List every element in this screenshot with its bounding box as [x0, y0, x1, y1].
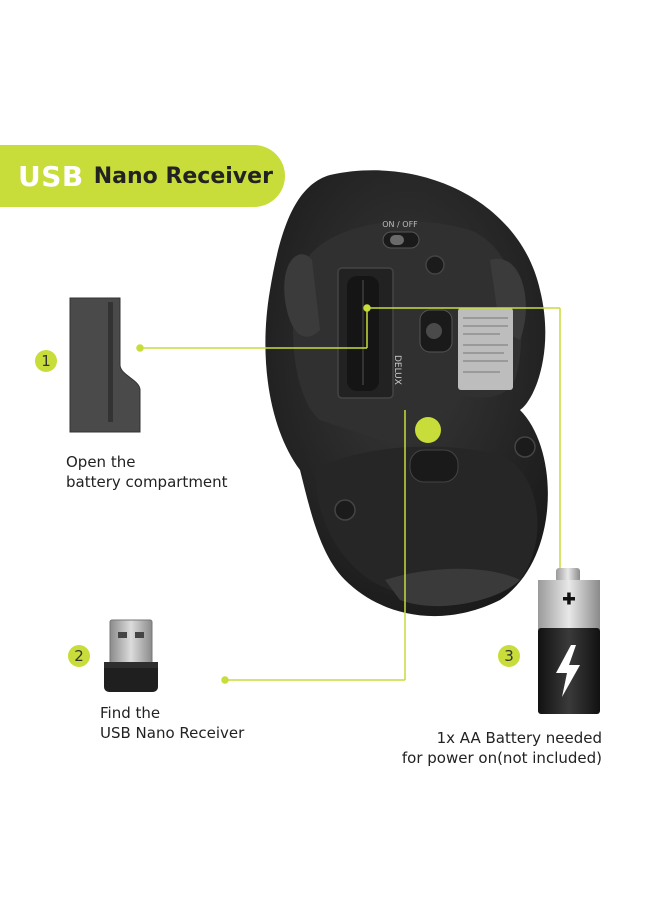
step-3-line-2: for power on(not included) — [401, 749, 602, 767]
title-banner: USB Nano Receiver — [0, 145, 285, 207]
leader-lines — [136, 304, 561, 684]
step-1-line-1: Open the — [66, 453, 136, 471]
usb-nano-receiver-image — [104, 619, 158, 692]
step-1-badge: 1 — [35, 350, 57, 372]
step-2-caption: Find the USB Nano Receiver — [100, 703, 244, 743]
mouse-underside: ON / OFF DELUX — [265, 170, 548, 617]
aa-battery-image — [538, 568, 600, 714]
step-2-line-2: USB Nano Receiver — [100, 724, 245, 742]
banner-title: Nano Receiver — [93, 163, 273, 189]
step-1-line-2: battery compartment — [66, 473, 228, 491]
power-switch-label: ON / OFF — [382, 220, 418, 229]
receiver-slot-part — [69, 297, 141, 433]
brand-label: DELUX — [392, 355, 402, 385]
step-1-caption: Open the battery compartment — [66, 452, 228, 492]
step-2-line-1: Find the — [100, 704, 161, 722]
step-2-badge: 2 — [68, 645, 90, 667]
banner-usb-text: USB — [18, 159, 84, 193]
step-3-caption: 1x AA Battery needed for power on(not in… — [402, 728, 602, 768]
step-3-badge: 3 — [498, 645, 520, 667]
step-3-line-1: 1x AA Battery needed — [436, 729, 602, 747]
